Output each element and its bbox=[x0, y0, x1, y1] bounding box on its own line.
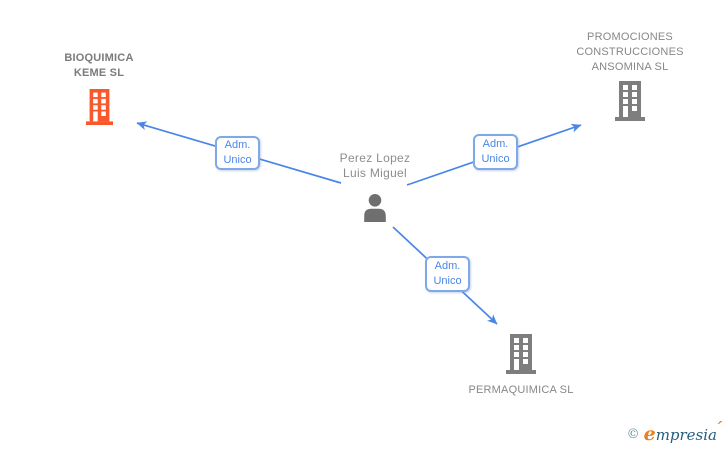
brand-text: mpresia bbox=[655, 426, 717, 444]
brand-accent: ´ bbox=[714, 419, 722, 438]
empresia-logo[interactable]: ©empresia´ bbox=[627, 419, 722, 445]
company-name: PERMAQUIMICA SL bbox=[468, 384, 574, 396]
brand-initial: e bbox=[643, 423, 656, 445]
edge-label-adm-unico-permaquimica[interactable]: Adm. Unico bbox=[425, 256, 470, 292]
node-company-promociones[interactable]: PROMOCIONES CONSTRUCCIONES ANSOMINA SL bbox=[555, 30, 705, 126]
person-icon bbox=[361, 194, 389, 227]
copyright-symbol: © bbox=[626, 427, 640, 442]
building-icon bbox=[506, 334, 536, 379]
node-company-bioquimica[interactable]: BIOQUIMICA KEME SL bbox=[34, 51, 164, 131]
edge-label-adm-unico-bioquimica[interactable]: Adm. Unico bbox=[215, 136, 260, 170]
building-icon bbox=[615, 81, 645, 126]
node-company-permaquimica[interactable]: PERMAQUIMICA SL bbox=[446, 334, 596, 398]
company-name: BIOQUIMICA KEME SL bbox=[64, 52, 134, 79]
building-icon bbox=[85, 88, 113, 131]
company-name: PROMOCIONES CONSTRUCCIONES ANSOMINA SL bbox=[576, 31, 684, 73]
node-person-perez-lopez[interactable]: Perez Lopez Luis Miguel bbox=[305, 151, 445, 227]
edge-label-adm-unico-promociones[interactable]: Adm. Unico bbox=[473, 134, 518, 170]
person-name: Perez Lopez Luis Miguel bbox=[339, 151, 411, 180]
